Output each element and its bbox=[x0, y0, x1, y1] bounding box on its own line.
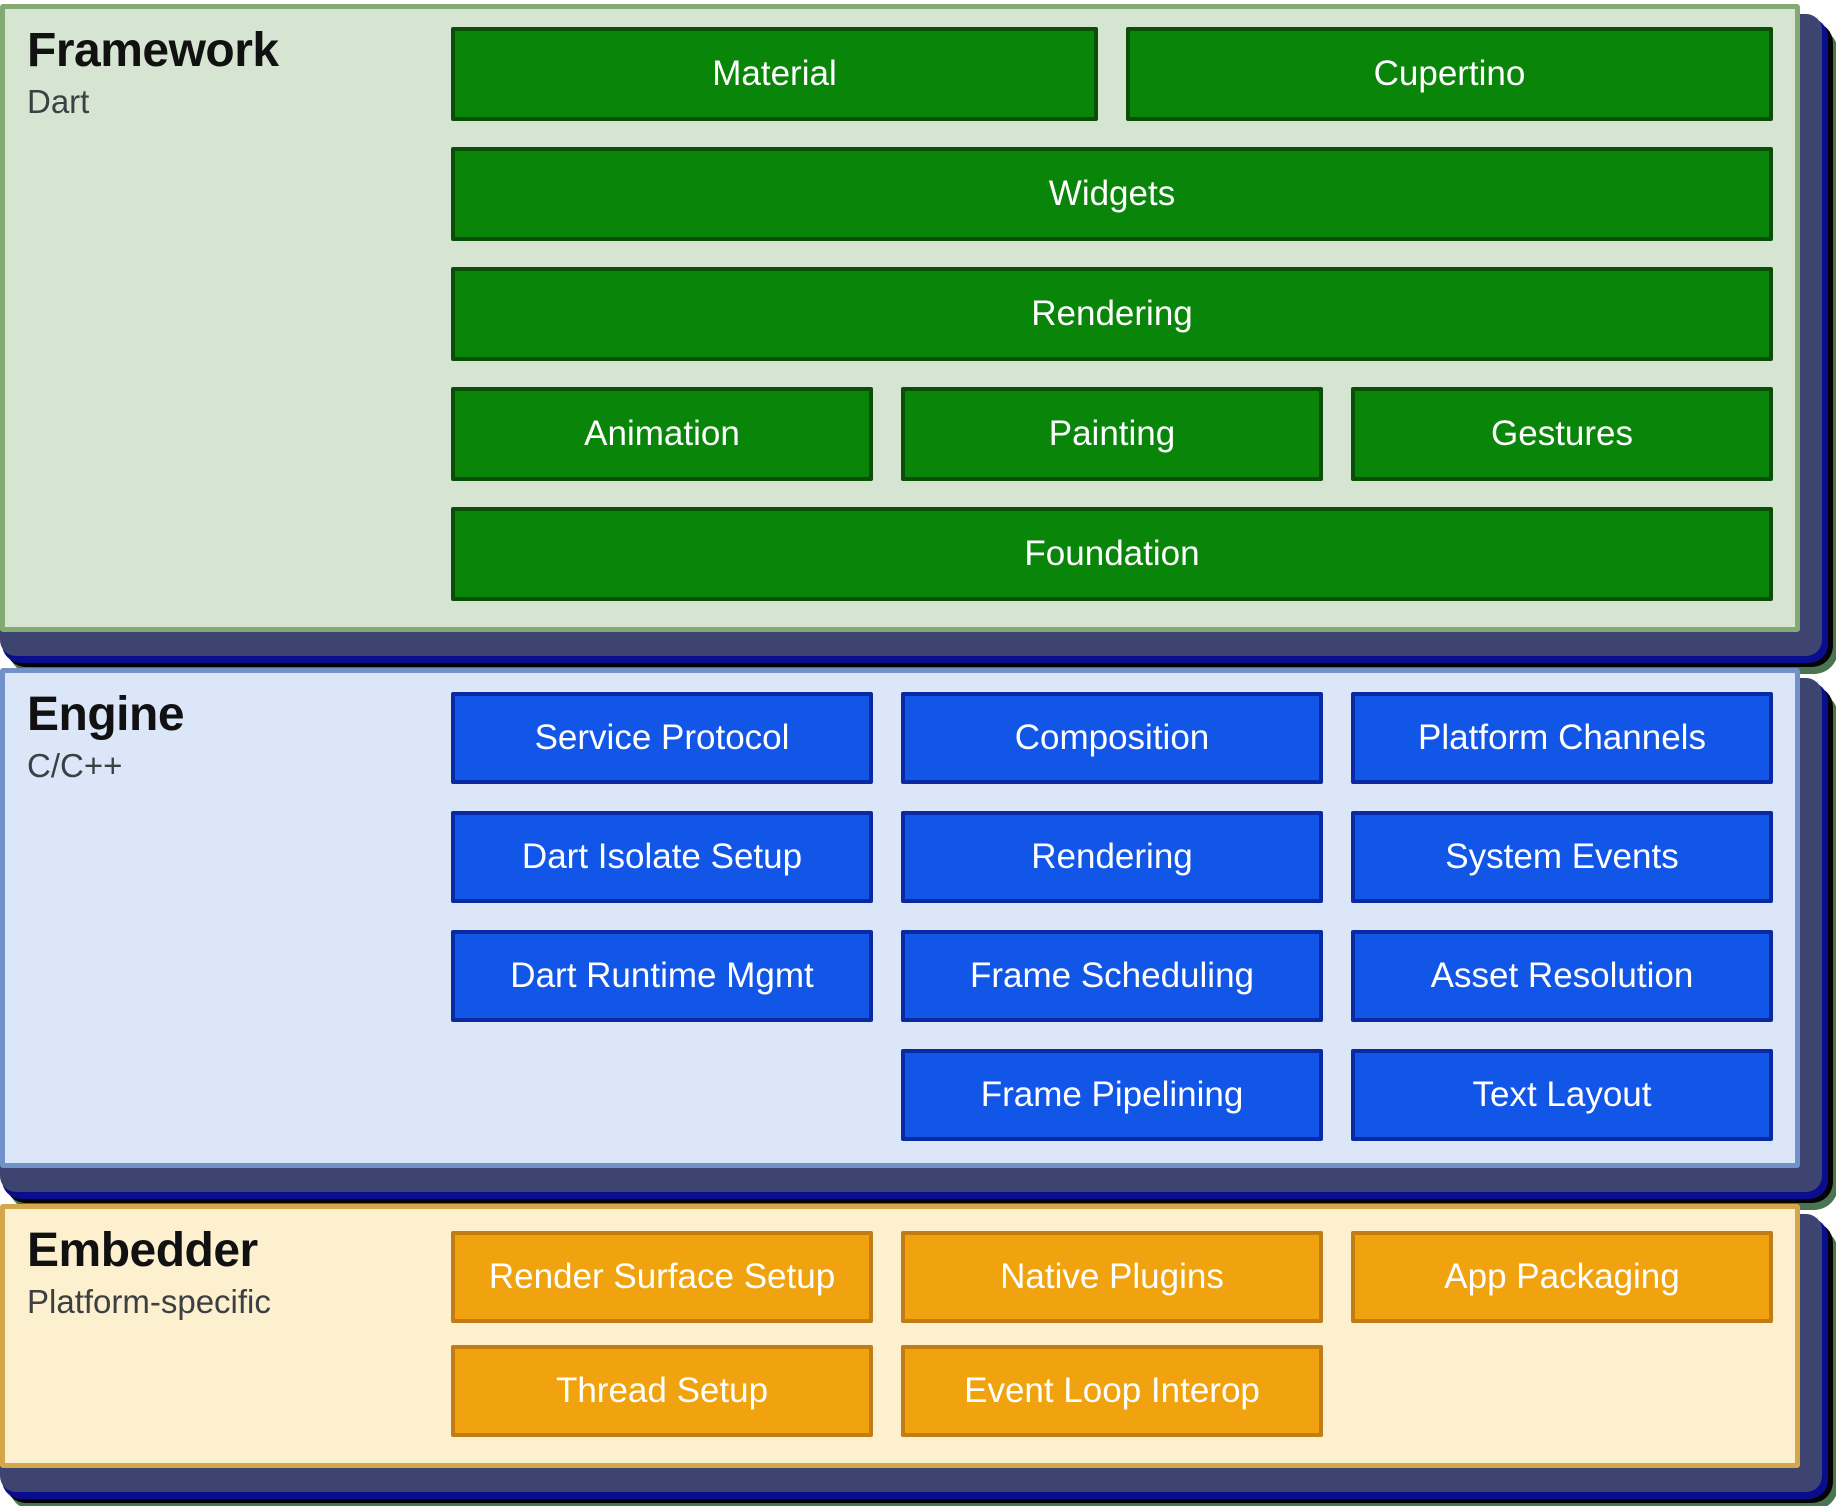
box-material: Material bbox=[451, 27, 1098, 121]
engine-title: Engine bbox=[27, 688, 185, 741]
box-cupertino: Cupertino bbox=[1126, 27, 1773, 121]
box-system-events: System Events bbox=[1351, 811, 1773, 903]
box-animation: Animation bbox=[451, 387, 873, 481]
box-asset-resolution: Asset Resolution bbox=[1351, 930, 1773, 1022]
box-rendering-engine: Rendering bbox=[901, 811, 1323, 903]
box-gestures: Gestures bbox=[1351, 387, 1773, 481]
framework-subtitle: Dart bbox=[27, 83, 90, 121]
engine-row-2: Dart Isolate Setup Rendering System Even… bbox=[451, 811, 1773, 903]
framework-row-5: Foundation bbox=[451, 507, 1773, 601]
box-frame-scheduling: Frame Scheduling bbox=[901, 930, 1323, 1022]
box-app-packaging: App Packaging bbox=[1351, 1231, 1773, 1323]
embedder-label: Embedder Platform-specific bbox=[27, 1223, 271, 1322]
box-native-plugins: Native Plugins bbox=[901, 1231, 1323, 1323]
framework-panel: Framework Dart Material Cupertino Widget… bbox=[0, 4, 1800, 632]
box-rendering-framework: Rendering bbox=[451, 267, 1773, 361]
box-widgets: Widgets bbox=[451, 147, 1773, 241]
box-platform-channels: Platform Channels bbox=[1351, 692, 1773, 784]
framework-title: Framework bbox=[27, 24, 279, 77]
engine-row-4: Frame Pipelining Text Layout bbox=[451, 1049, 1773, 1141]
framework-row-4: Animation Painting Gestures bbox=[451, 387, 1773, 481]
engine-row-3: Dart Runtime Mgmt Frame Scheduling Asset… bbox=[451, 930, 1773, 1022]
box-dart-runtime-mgmt: Dart Runtime Mgmt bbox=[451, 930, 873, 1022]
box-painting: Painting bbox=[901, 387, 1323, 481]
box-thread-setup: Thread Setup bbox=[451, 1345, 873, 1437]
box-frame-pipelining: Frame Pipelining bbox=[901, 1049, 1323, 1141]
box-text-layout: Text Layout bbox=[1351, 1049, 1773, 1141]
box-dart-isolate-setup: Dart Isolate Setup bbox=[451, 811, 873, 903]
box-composition: Composition bbox=[901, 692, 1323, 784]
embedder-layer: Embedder Platform-specific Render Surfac… bbox=[0, 1204, 1836, 1506]
box-event-loop-interop: Event Loop Interop bbox=[901, 1345, 1323, 1437]
engine-layer: Engine C/C++ Service Protocol Compositio… bbox=[0, 668, 1836, 1210]
engine-panel: Engine C/C++ Service Protocol Compositio… bbox=[0, 668, 1800, 1168]
engine-label: Engine C/C++ bbox=[27, 687, 185, 786]
framework-row-2: Widgets bbox=[451, 147, 1773, 241]
framework-label: Framework Dart bbox=[27, 23, 279, 122]
framework-row-1: Material Cupertino bbox=[451, 27, 1773, 121]
embedder-panel: Embedder Platform-specific Render Surfac… bbox=[0, 1204, 1800, 1468]
engine-rows: Service Protocol Composition Platform Ch… bbox=[451, 673, 1773, 1168]
framework-layer: Framework Dart Material Cupertino Widget… bbox=[0, 4, 1836, 674]
embedder-title: Embedder bbox=[27, 1224, 258, 1277]
embedder-row-1: Render Surface Setup Native Plugins App … bbox=[451, 1231, 1773, 1323]
box-service-protocol: Service Protocol bbox=[451, 692, 873, 784]
embedder-row-2: Thread Setup Event Loop Interop bbox=[451, 1345, 1773, 1437]
engine-row-1: Service Protocol Composition Platform Ch… bbox=[451, 692, 1773, 784]
embedder-subtitle: Platform-specific bbox=[27, 1283, 271, 1321]
embedder-rows: Render Surface Setup Native Plugins App … bbox=[451, 1209, 1773, 1459]
engine-subtitle: C/C++ bbox=[27, 747, 123, 785]
framework-rows: Material Cupertino Widgets Rendering Ani… bbox=[451, 9, 1773, 627]
box-render-surface-setup: Render Surface Setup bbox=[451, 1231, 873, 1323]
box-foundation: Foundation bbox=[451, 507, 1773, 601]
framework-row-3: Rendering bbox=[451, 267, 1773, 361]
